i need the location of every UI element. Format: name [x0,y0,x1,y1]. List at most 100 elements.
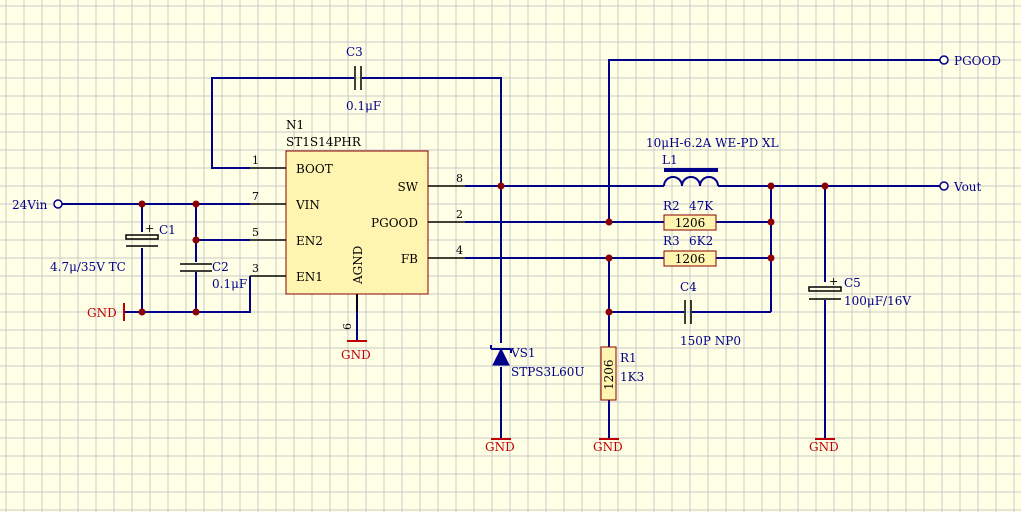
junction-en2 [192,236,200,244]
port-vout-label: Vout [953,180,982,194]
port-pgood[interactable]: PGOOD [939,54,1001,68]
r1-body [600,346,617,401]
junction-sw [497,182,505,190]
c4-plates [684,300,692,324]
r1-value: 1K3 [620,370,644,384]
resistor-r3[interactable]: 1206 R3 6K2 [663,234,717,267]
wire-gnd-left [124,276,251,313]
diode-vs1[interactable]: VS1 STPS3L60U [490,345,585,379]
c1-ref: C1 [159,223,176,237]
c3-plates [354,66,362,90]
pin-name-pgood: PGOOD [371,216,418,230]
capacitor-c5[interactable]: + C5 100μF/16V [808,275,911,308]
pin-name-vin: VIN [295,198,320,212]
c5-value: 100μF/16V [844,294,911,308]
pin-name-sw: SW [397,180,418,194]
c5-plates [808,286,842,300]
gnd-r1-label: GND [593,440,623,454]
pin-number-en2: 5 [252,226,259,239]
pin-number-pgood: 2 [456,208,463,221]
c3-ref: C3 [346,45,363,59]
gnd-symbol-left: GND [87,303,125,321]
r2-ref: R2 [663,199,680,213]
port-pgood-label: PGOOD [954,54,1001,68]
wire-pgood-port [608,59,940,222]
c4-ref: C4 [680,280,697,294]
pin-number-vin: 7 [252,190,259,203]
c5-ref: C5 [844,276,861,290]
ic-pin-stubs [250,167,465,312]
pin-name-boot: BOOT [296,162,333,176]
wires [62,59,940,438]
r1-ref: R1 [620,351,637,365]
gnd-left-label: GND [87,306,117,320]
vs1-ref: VS1 [510,346,536,360]
c2-plates [180,263,212,272]
port-vout[interactable]: Vout [939,180,982,194]
pin-number-agnd: 6 [341,323,354,330]
r3-package: 1206 [675,252,706,266]
resistor-r1[interactable]: 1206 R1 1K3 [600,346,644,401]
c1-plus-sign: + [145,222,154,235]
port-24vin-label: 24Vin [12,198,48,212]
port-24vin-circle [53,199,63,209]
wire-c3-right [362,77,502,186]
junction-r3-right [767,254,775,262]
junction-vout-c5 [821,182,829,190]
vs1-triangle [492,347,510,366]
junction-gnd-c2 [192,308,200,316]
pin-name-en1: EN1 [296,270,323,284]
pin-name-fb: FB [401,252,418,266]
c2-value: 0.1μF [212,277,247,291]
c5-plus-sign: + [829,275,838,288]
junction-vout-bus [767,182,775,190]
junction-gnd-c1 [138,308,146,316]
gnd-symbol-r1: GND [593,438,623,454]
capacitor-c1[interactable]: + C1 4.7μ/35V TC [50,222,176,274]
l1-ref: L1 [662,153,678,167]
capacitor-c3[interactable]: C3 0.1μF [346,45,381,113]
pin-number-fb: 4 [456,244,463,257]
r3-ref: R3 [663,234,680,248]
vs1-cathode-bar [490,345,512,353]
resistor-r2[interactable]: 1206 R2 47K [663,199,717,231]
c1-plates [125,234,159,247]
vs1-value: STPS3L60U [511,365,585,379]
c1-value: 4.7μ/35V TC [50,260,126,274]
capacitor-c4[interactable]: C4 150P NP0 [680,280,741,348]
pin-name-en2: EN2 [296,234,323,248]
port-24vin[interactable]: 24Vin [12,198,63,212]
gnd-agnd-label: GND [341,348,371,362]
capacitor-c2[interactable]: C2 0.1μF [180,260,247,291]
port-vout-circle [939,181,949,191]
junction-pgood [605,218,613,226]
r2-package: 1206 [675,216,706,230]
r2-value: 47K [689,199,714,213]
junction-c4-left [605,308,613,316]
junction-vin-c1 [138,200,146,208]
gnd-symbol-c5: GND [809,438,839,454]
inductor-l1[interactable]: 10μH-6.2A WE-PD XL L1 [646,136,779,187]
r2-body [663,214,717,231]
ic-designator: N1 [286,118,304,132]
c2-ref: C2 [212,260,229,274]
wire-boot [211,77,354,169]
l1-coil [663,176,719,187]
c3-value: 0.1μF [346,99,381,113]
junctions [138,182,829,316]
pin-number-boot: 1 [252,154,259,167]
junction-r2-right [767,218,775,226]
gnd-diode-label: GND [485,440,515,454]
port-pgood-circle [939,55,949,65]
gnd-symbol-diode: GND [485,438,515,454]
gnd-c5-label: GND [809,440,839,454]
c4-value: 150P NP0 [680,334,741,348]
junction-fb [605,254,613,262]
pin-number-sw: 8 [456,172,463,185]
ic-n1[interactable]: N1 ST1S14PHR BOOT VIN EN2 EN1 SW PGOOD F… [250,118,465,330]
pin-number-en1: 3 [252,262,259,275]
ic-part-number: ST1S14PHR [286,135,362,149]
r3-value: 6K2 [689,234,713,248]
